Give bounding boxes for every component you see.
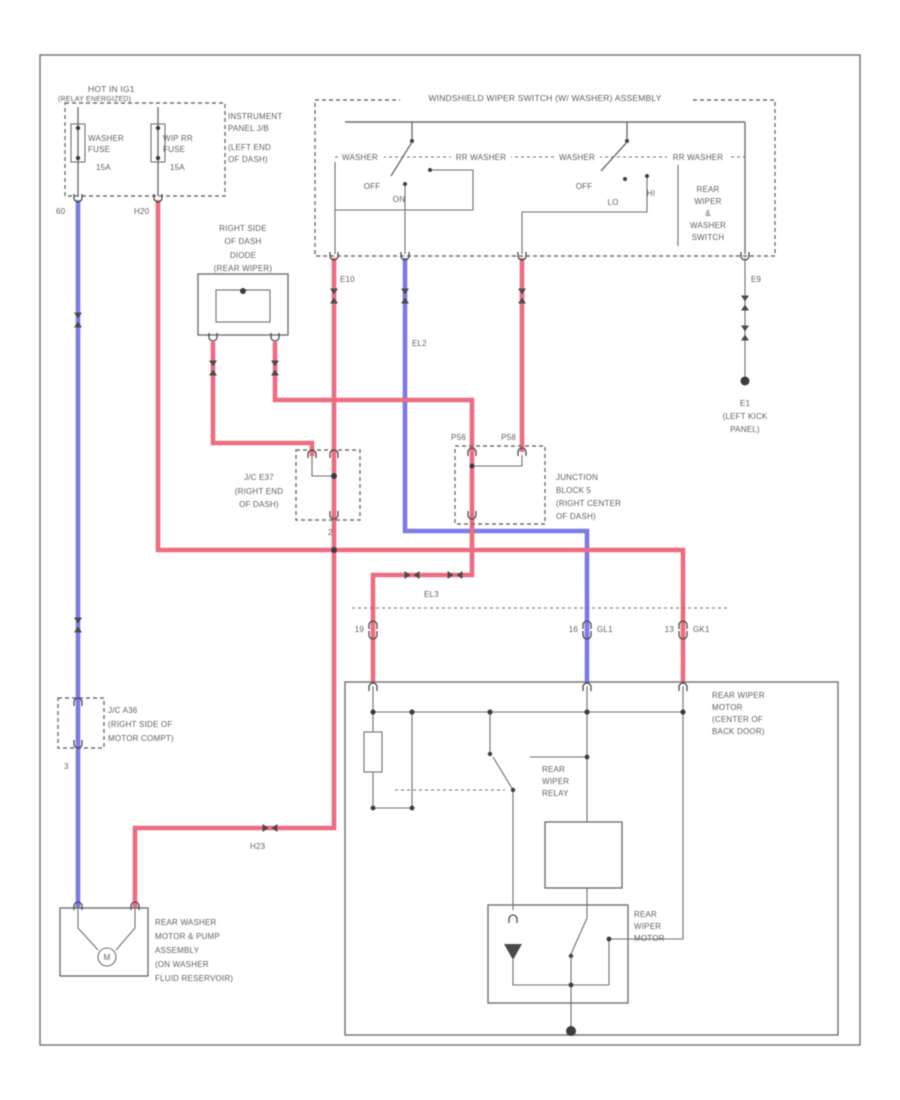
motor-symbol — [504, 944, 522, 960]
rear-switch-name: REAR — [696, 185, 719, 194]
svg-text:SWITCH: SWITCH — [692, 233, 725, 242]
svg-text:PANEL): PANEL) — [730, 425, 760, 434]
jb5-label: JUNCTION — [556, 473, 598, 482]
junction-block-5: P56 P58 JUNCTION BLOCK 5 (RIGHT CENTER O… — [451, 433, 621, 525]
svg-text:MOTOR: MOTOR — [712, 703, 743, 712]
svg-text:DIODE: DIODE — [230, 251, 256, 260]
jc-a36-pin: 3 — [64, 762, 69, 771]
inline-connectors — [74, 288, 526, 633]
jc-a36: J/C A36 (RIGHT SIDE OF MOTOR COMPT) 3 — [57, 697, 174, 771]
svg-text:FUSE: FUSE — [88, 145, 110, 154]
relay-module — [544, 821, 623, 889]
svg-text:ASSEMBLY: ASSEMBLY — [155, 946, 200, 955]
jc-a36-label: J/C A36 — [108, 706, 138, 715]
svg-text:MOTOR & PUMP: MOTOR & PUMP — [155, 932, 220, 941]
junction-dot — [331, 547, 337, 553]
ground-point — [740, 376, 750, 386]
wiper-switch-assembly: WINDSHIELD WIPER SWITCH (W/ WASHER) ASSE… — [314, 92, 776, 284]
svg-text:(LEFT END: (LEFT END — [228, 143, 271, 152]
fuse-washer-label: WASHER — [88, 134, 124, 143]
svg-text:BACK DOOR): BACK DOOR) — [712, 727, 765, 736]
rear-washer-motor: M REAR WASHER MOTOR & PUMP ASSEMBLY (ON … — [59, 901, 233, 983]
conn-16-label: 16 — [569, 625, 579, 634]
diode-rear-wiper: RIGHT SIDE OF DASH DIODE (REAR WIPER) — [197, 224, 289, 342]
svg-text:WASHER: WASHER — [690, 221, 726, 230]
jc-e37: J/C E37 (RIGHT END OF DASH) 2 — [235, 449, 361, 537]
svg-text:MOTOR: MOTOR — [634, 934, 665, 943]
svg-text:FLUID RESERVOIR): FLUID RESERVOIR) — [155, 974, 233, 983]
wire-h20-label: H20 — [134, 207, 150, 216]
svg-text:15A: 15A — [170, 163, 185, 172]
pos-off-left: OFF — [364, 182, 381, 191]
instrument-panel-junction-box: HOT IN IG1 (RELAY ENERGIZED) WASHER FUSE… — [56, 84, 282, 216]
pos-on-left: ON — [393, 195, 405, 204]
el2-label: EL2 — [412, 339, 427, 348]
rear-wiper-motor-box: REAR WIPER MOTOR (CENTER OF BACK DOOR) R… — [344, 681, 839, 1036]
svg-text:OF DASH): OF DASH) — [239, 500, 279, 509]
p58-label: P58 — [501, 433, 516, 442]
svg-text:(CENTER OF: (CENTER OF — [712, 715, 763, 724]
svg-text:WIPER: WIPER — [694, 197, 721, 206]
wires-colored — [75, 200, 686, 908]
jc-e37-label: J/C E37 — [244, 473, 274, 482]
ground-dot — [566, 1026, 576, 1036]
page-border — [39, 54, 861, 1046]
diode-label: RIGHT SIDE — [219, 224, 267, 233]
h23-label: H23 — [250, 842, 266, 851]
svg-text:MOTOR COMPT): MOTOR COMPT) — [108, 734, 174, 743]
svg-text:OF DASH: OF DASH — [225, 237, 262, 246]
svg-text:OF DASH): OF DASH) — [556, 512, 596, 521]
pin-e9-label: E9 — [751, 275, 762, 284]
relay-label: REAR — [542, 765, 565, 774]
pin-e10-label: E10 — [340, 275, 355, 284]
p56-label: P56 — [451, 433, 466, 442]
section-washer-1: WASHER — [342, 153, 378, 162]
conn-gl1-label: GL1 — [597, 625, 613, 634]
pos-off-right: OFF — [576, 182, 593, 191]
svg-text:(RIGHT CENTER: (RIGHT CENTER — [556, 499, 621, 508]
ip-jb-label: INSTRUMENT — [228, 112, 282, 121]
wire-60-label: 60 — [56, 207, 66, 216]
svg-text:(REAR WIPER): (REAR WIPER) — [214, 264, 273, 273]
svg-text:&: & — [705, 209, 711, 218]
svg-text:(RIGHT SIDE OF: (RIGHT SIDE OF — [108, 720, 172, 729]
svg-text:RELAY: RELAY — [542, 789, 569, 798]
fuse-wiprr-label: WIP RR — [163, 134, 193, 143]
svg-text:WIPER: WIPER — [542, 777, 569, 786]
svg-text:PANEL J/B: PANEL J/B — [228, 124, 269, 133]
washer-motor-label: REAR WASHER — [155, 918, 216, 927]
hot-label: HOT IN IG1 — [88, 84, 135, 94]
svg-text:(RIGHT END: (RIGHT END — [235, 487, 284, 496]
e1-label: E1 — [740, 399, 751, 408]
switch-assembly-title: WINDSHIELD WIPER SWITCH (W/ WASHER) ASSE… — [428, 93, 661, 103]
motor-m-label: M — [104, 953, 111, 962]
conn-19-label: 19 — [355, 625, 365, 634]
section-washer-2: WASHER — [559, 153, 595, 162]
ground-e1: E1 (LEFT KICK PANEL) — [723, 258, 768, 434]
harness-connectors: EL2 EL3 19 16 GL1 13 GK1 — [352, 339, 730, 640]
inner-motor-label: REAR — [634, 910, 657, 919]
svg-text:(LEFT KICK: (LEFT KICK — [723, 412, 768, 421]
hot-sub-label: (RELAY ENERGIZED) — [58, 96, 131, 103]
conn-gk1-label: GK1 — [693, 625, 710, 634]
svg-text:15A: 15A — [96, 163, 111, 172]
section-rr-washer-2: RR WASHER — [673, 153, 723, 162]
wiper-motor-box-label: REAR WIPER — [712, 691, 765, 700]
h23-connector: H23 — [250, 824, 278, 851]
svg-text:WIPER: WIPER — [634, 922, 661, 931]
svg-text:BLOCK 5: BLOCK 5 — [556, 486, 592, 495]
pos-lo: LO — [607, 198, 618, 207]
section-rr-washer-1: RR WASHER — [456, 153, 506, 162]
jc-e37-pin: 2 — [328, 528, 333, 537]
svg-text:FUSE: FUSE — [163, 145, 185, 154]
conn-13-label: 13 — [665, 625, 675, 634]
pos-hi: HI — [647, 189, 655, 198]
svg-text:OF DASH): OF DASH) — [228, 155, 268, 164]
svg-text:(ON WASHER: (ON WASHER — [155, 960, 209, 969]
el3-label: EL3 — [424, 590, 439, 599]
